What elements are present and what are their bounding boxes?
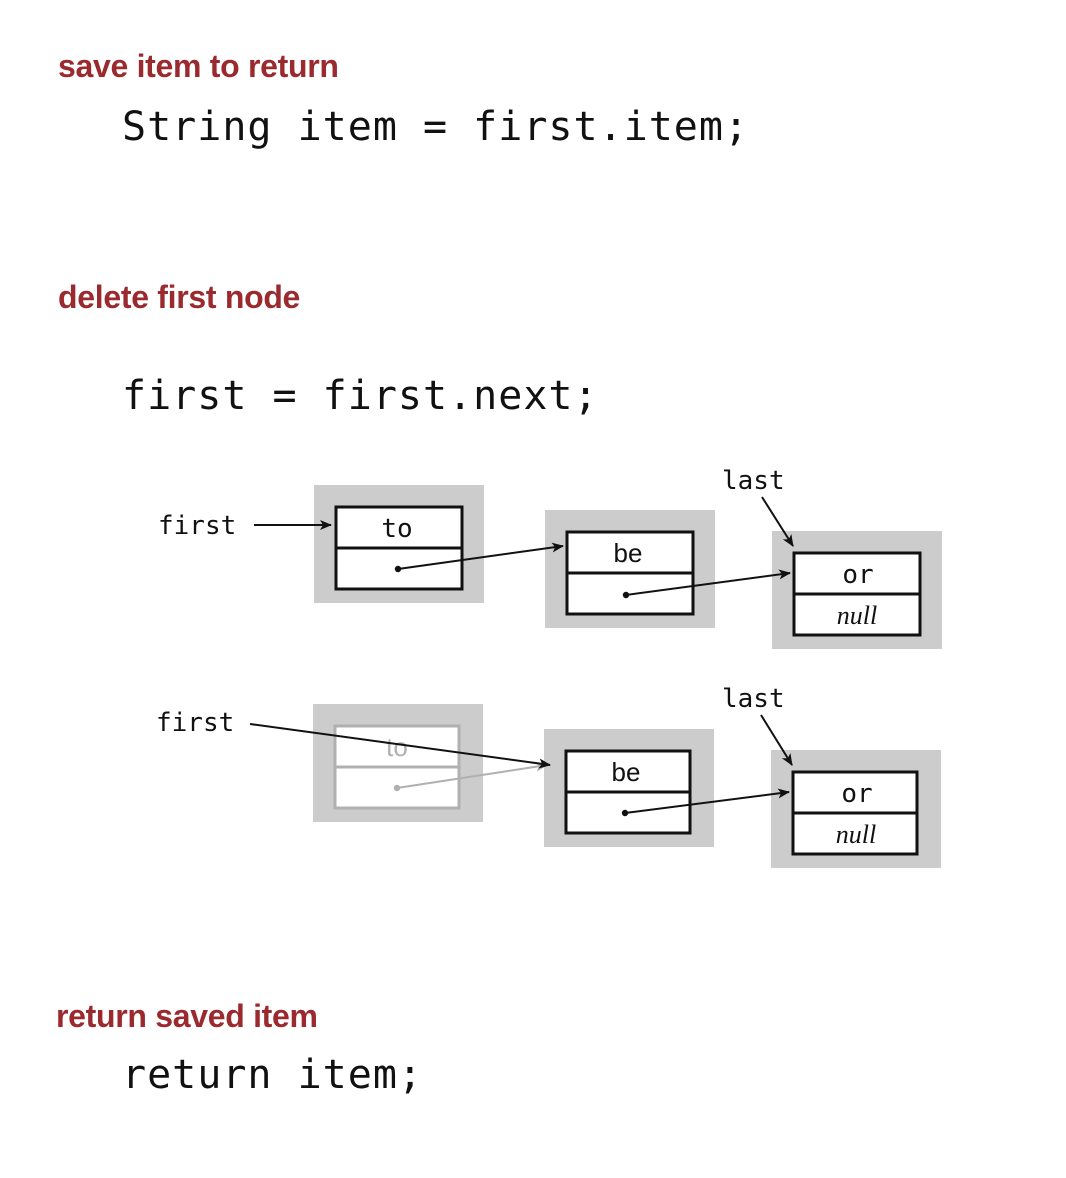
link-arrow (624, 788, 790, 814)
first-pointer-label: first (156, 708, 234, 738)
code-line-delete: first = first.next; (122, 373, 599, 419)
before-node-or: or null (772, 531, 942, 649)
node-item-label: or (841, 779, 872, 809)
after-node-be: be (544, 729, 714, 847)
link-arrow (397, 542, 564, 570)
last-pointer-label: last (722, 466, 785, 496)
node-item-label: be (614, 538, 643, 568)
after-node-or: or null (771, 750, 941, 868)
node-next-null: null (837, 601, 877, 630)
node-item-label: to (381, 514, 412, 544)
node-item-label: or (842, 560, 873, 590)
last-pointer-arrow (760, 714, 793, 766)
before-node-to: to (314, 485, 484, 603)
before-node-be: be (545, 510, 715, 628)
code-line-return: return item; (122, 1052, 423, 1098)
first-pointer-arrow (249, 723, 551, 769)
section-heading-save: save item to return (58, 48, 339, 84)
node-item-label: to (386, 732, 408, 762)
after-node-to-removed: to (313, 704, 483, 822)
node-next-null: null (836, 820, 876, 849)
section-heading-delete: delete first node (58, 279, 301, 315)
section-heading-return: return saved item (56, 998, 318, 1034)
last-pointer-label: last (722, 684, 785, 714)
faded-link-arrow (396, 761, 548, 789)
link-arrow (625, 569, 791, 596)
node-item-label: be (612, 757, 641, 787)
first-pointer-label: first (158, 511, 236, 541)
last-pointer-arrow (761, 496, 794, 547)
code-line-save: String item = first.item; (122, 104, 750, 150)
